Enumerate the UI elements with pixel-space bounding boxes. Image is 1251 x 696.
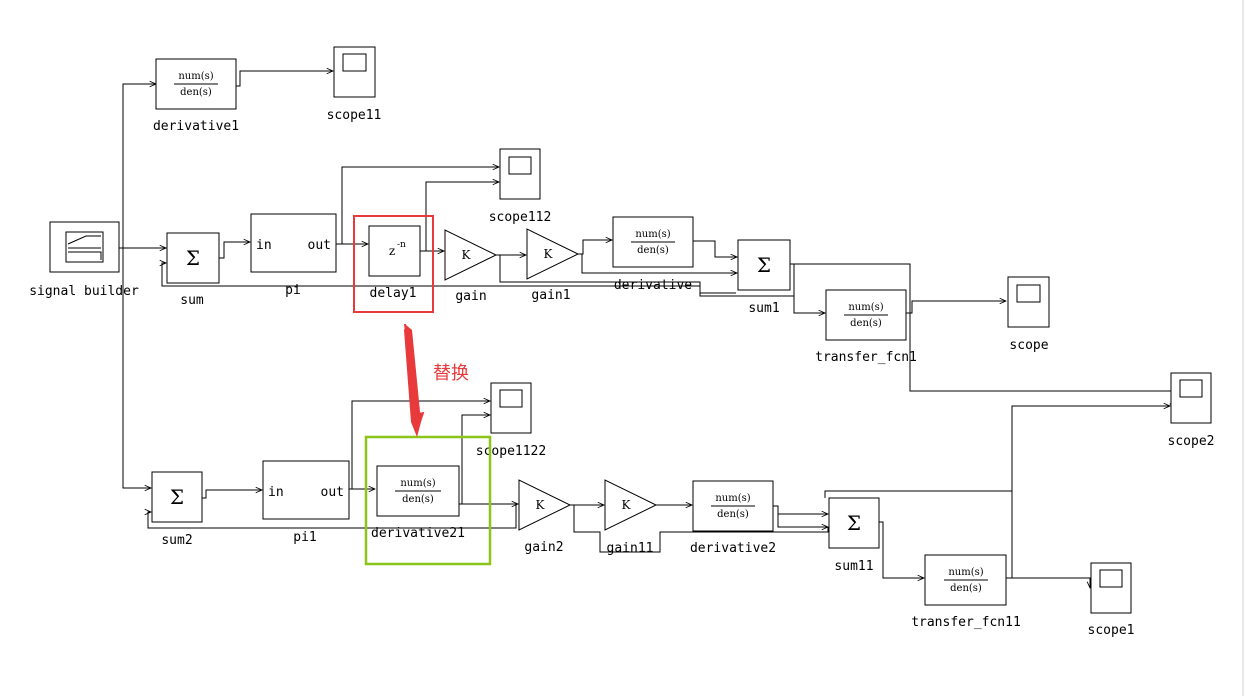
pi-in-port: in bbox=[256, 238, 272, 253]
gain1-block[interactable]: K gain1 bbox=[526, 228, 580, 303]
pi-block[interactable]: in out pi bbox=[250, 213, 337, 298]
pi1-in-port: in bbox=[268, 485, 284, 500]
scope-icon bbox=[508, 156, 532, 175]
scope1-block[interactable]: scope1 bbox=[1088, 562, 1135, 638]
replace-arrow-shaft bbox=[404, 325, 421, 437]
wires bbox=[119, 71, 1171, 588]
scope11-label: scope11 bbox=[327, 108, 382, 123]
scope1122-label: scope1122 bbox=[476, 444, 546, 459]
derivative-den: den(s) bbox=[637, 245, 669, 256]
derivative1-block[interactable]: num(s) den(s) derivative1 bbox=[153, 58, 239, 134]
sum1-label: sum1 bbox=[748, 301, 779, 316]
derivative-label: derivative bbox=[614, 278, 692, 293]
scope112-label: scope112 bbox=[489, 210, 552, 225]
sum2-label: sum2 bbox=[161, 533, 192, 548]
sum-block[interactable]: Σ sum bbox=[166, 232, 220, 308]
gain1-symbol: K bbox=[544, 247, 554, 261]
scope2-label: scope2 bbox=[1168, 434, 1215, 449]
scope112-block[interactable]: scope112 bbox=[489, 148, 552, 225]
gain-label: gain bbox=[455, 289, 486, 304]
delay1-sup: -n bbox=[397, 240, 406, 250]
pi-out-port: out bbox=[308, 238, 331, 253]
replacement-highlight-box bbox=[364, 435, 492, 566]
derivative-block[interactable]: num(s) den(s) derivative bbox=[612, 216, 694, 293]
scope1122-block[interactable]: scope1122 bbox=[476, 382, 546, 459]
derivative1-num: num(s) bbox=[178, 71, 213, 82]
pi1-label: pi1 bbox=[293, 530, 316, 545]
pi1-block[interactable]: in out pi1 bbox=[262, 460, 350, 545]
signal-builder-label: signal builder bbox=[29, 284, 139, 299]
derivative21-num: num(s) bbox=[400, 478, 435, 489]
delay1-label: delay1 bbox=[370, 286, 417, 301]
sum11-block[interactable]: Σ sum11 bbox=[828, 497, 880, 574]
scope-block[interactable]: scope bbox=[1007, 276, 1050, 353]
derivative21-den: den(s) bbox=[402, 494, 434, 505]
scope-icon bbox=[499, 389, 523, 408]
sum1-symbol: Σ bbox=[757, 253, 771, 277]
derivative2-num: num(s) bbox=[715, 493, 750, 504]
delay1-symbol: z bbox=[389, 244, 395, 258]
gain-block[interactable]: K gain bbox=[444, 229, 498, 304]
derivative1-label: derivative1 bbox=[153, 119, 239, 134]
replaced-highlight-box bbox=[353, 215, 434, 313]
transfer-fcn1-num: num(s) bbox=[848, 302, 883, 313]
scope-label: scope bbox=[1009, 338, 1048, 353]
gain1-label: gain1 bbox=[531, 288, 570, 303]
replace-annotation-text: 替换 bbox=[433, 363, 469, 384]
transfer-fcn1-label: transfer_fcn1 bbox=[815, 350, 917, 365]
scope-icon bbox=[1179, 379, 1203, 398]
sum2-symbol: Σ bbox=[170, 485, 184, 509]
derivative2-block[interactable]: num(s) den(s) derivative2 bbox=[690, 480, 776, 556]
sum-symbol: Σ bbox=[186, 246, 200, 270]
scope-icon bbox=[342, 53, 367, 72]
derivative21-block[interactable]: num(s) den(s) derivative21 bbox=[371, 465, 465, 541]
sum-label: sum bbox=[180, 293, 204, 308]
transfer-fcn1-block[interactable]: num(s) den(s) transfer_fcn1 bbox=[815, 289, 917, 365]
signal-builder-block[interactable]: signal builder bbox=[29, 221, 139, 299]
derivative1-den: den(s) bbox=[180, 87, 212, 98]
gain11-symbol: K bbox=[622, 498, 632, 512]
derivative-num: num(s) bbox=[635, 229, 670, 240]
derivative2-den: den(s) bbox=[717, 509, 749, 520]
transfer-fcn11-den: den(s) bbox=[950, 583, 982, 594]
pi-label: pi bbox=[285, 283, 301, 298]
scope-icon bbox=[1099, 569, 1123, 588]
transfer-fcn11-num: num(s) bbox=[948, 567, 983, 578]
gain11-label: gain11 bbox=[607, 541, 654, 556]
transfer-fcn11-block[interactable]: num(s) den(s) transfer_fcn11 bbox=[911, 554, 1021, 630]
gain2-symbol: K bbox=[536, 498, 546, 512]
transfer-fcn1-den: den(s) bbox=[850, 318, 882, 329]
derivative2-label: derivative2 bbox=[690, 541, 776, 556]
delay1-block[interactable]: z -n delay1 bbox=[368, 225, 421, 301]
scope-icon bbox=[1016, 284, 1041, 303]
gain-symbol: K bbox=[462, 248, 472, 262]
scope11-block[interactable]: scope11 bbox=[327, 46, 382, 123]
gain2-label: gain2 bbox=[524, 540, 563, 555]
scope2-block[interactable]: scope2 bbox=[1168, 372, 1215, 449]
gain2-block[interactable]: K gain2 bbox=[518, 479, 572, 555]
derivative21-label: derivative21 bbox=[371, 526, 465, 541]
pi1-out-port: out bbox=[321, 485, 344, 500]
sum2-block[interactable]: Σ sum2 bbox=[151, 471, 203, 548]
sum11-symbol: Σ bbox=[847, 511, 861, 535]
sum1-block[interactable]: Σ sum1 bbox=[737, 239, 791, 316]
sum11-label: sum11 bbox=[834, 559, 873, 574]
scope1-label: scope1 bbox=[1088, 623, 1135, 638]
transfer-fcn11-label: transfer_fcn11 bbox=[911, 615, 1021, 630]
gain11-block[interactable]: K gain11 bbox=[604, 479, 658, 556]
